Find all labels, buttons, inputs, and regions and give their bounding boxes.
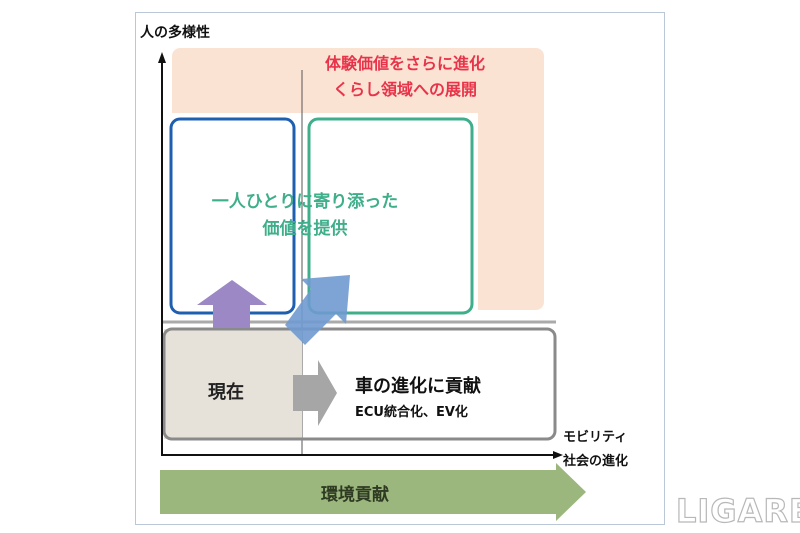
personal-text-line1: 一人ひとりに寄り添った bbox=[211, 192, 399, 212]
y-axis-label: 人の多様性 bbox=[140, 25, 210, 41]
gray-right-arrow bbox=[293, 360, 337, 426]
current-area bbox=[164, 329, 302, 439]
environment-arrow bbox=[160, 463, 586, 521]
diagram-frame bbox=[135, 12, 665, 525]
green-box bbox=[307, 117, 474, 315]
personal-text-line2: 価値を提供 bbox=[262, 219, 348, 239]
current-title: 車の進化に貢献 bbox=[355, 376, 481, 397]
future-text-line1: 体験価値をさらに進化 bbox=[324, 54, 485, 73]
current-box bbox=[162, 327, 557, 441]
watermark-logo: LIGARE bbox=[675, 491, 800, 530]
environment-label: 環境貢献 bbox=[321, 485, 389, 505]
current-subtitle: ECU統合化、EV化 bbox=[355, 405, 468, 420]
blue-diagonal-arrow bbox=[285, 275, 350, 345]
x-axis-label-line2: 社会の進化 bbox=[563, 454, 629, 469]
current-label: 現在 bbox=[208, 382, 244, 403]
future-text-line2: くらし領域への展開 bbox=[332, 80, 477, 99]
x-axis-arrowhead bbox=[553, 451, 563, 459]
purple-up-arrow bbox=[197, 280, 267, 328]
x-axis-label-line1: モビリティ bbox=[563, 430, 628, 445]
y-axis-arrowhead bbox=[158, 52, 166, 63]
